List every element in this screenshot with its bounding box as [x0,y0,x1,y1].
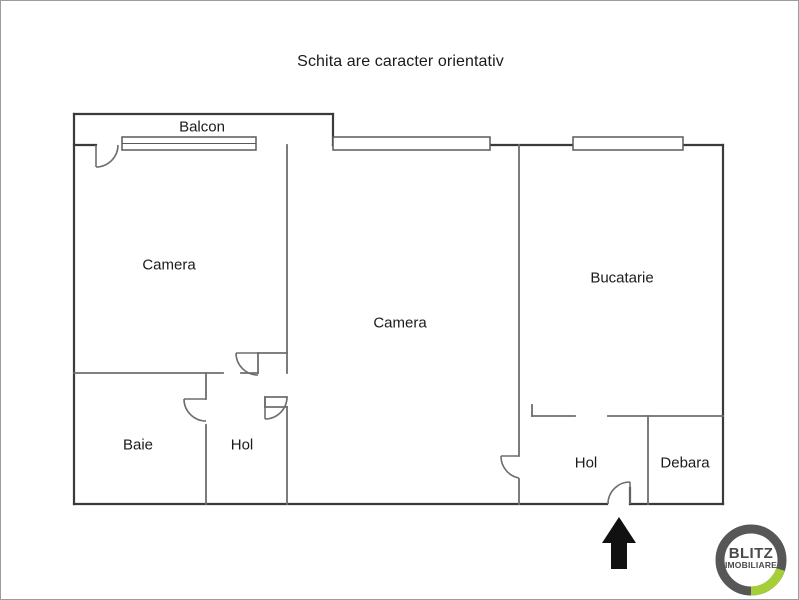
room-label-hol-right: Hol [574,454,598,472]
door-balcony-arc [95,144,119,168]
door-entrance-arc [607,481,631,505]
wall-group-outer [72,112,725,506]
door-group [95,144,631,505]
logo-ring [715,524,787,596]
logo-brand-text: BLITZ [728,545,774,562]
room-label-hol-left: Hol [230,436,254,454]
page-title: Schita are caracter orientativ [297,53,504,70]
brand-logo: BLITZ IMOBILIARE [715,524,787,596]
room-label-balcon: Balcon [179,118,225,136]
door-camera-hol-arc [500,455,520,479]
logo-subtitle-text: IMOBILIARE [724,560,778,570]
window-bucatarie [572,136,684,151]
door-hol-camera2-arc [264,396,288,420]
window-camera-middle [332,136,491,151]
entrance-arrow-up [602,517,636,569]
door-baie-arc [183,398,207,422]
door-hol-camera-arc [235,352,259,376]
room-label-bucatarie: Bucatarie [590,269,654,287]
room-label-baie: Baie [122,436,154,454]
room-label-camera-1: Camera [142,256,196,274]
room-label-debara: Debara [660,454,710,472]
room-label-camera-2: Camera [373,314,427,332]
